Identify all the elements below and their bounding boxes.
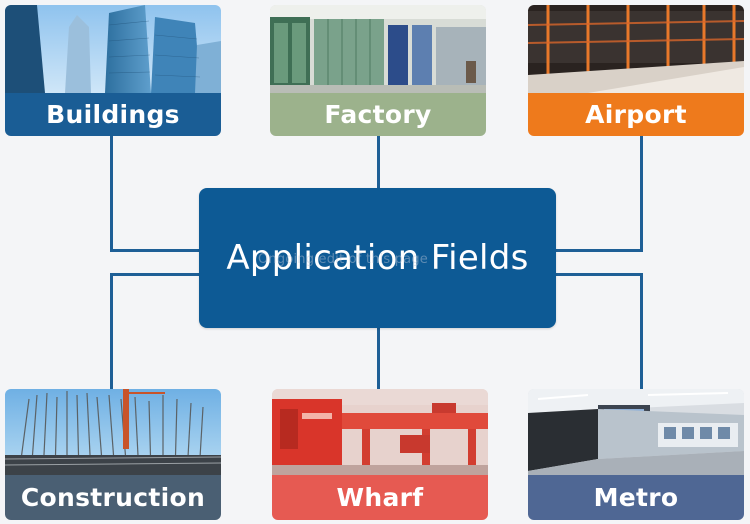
connector-metro <box>640 273 643 389</box>
card-label-buildings: Buildings <box>5 93 221 136</box>
connector-factory <box>377 136 380 188</box>
card-label-construction: Construction <box>5 475 221 520</box>
factory-photo <box>270 5 486 93</box>
connector-wharf <box>377 328 380 389</box>
connector-construction-horizontal <box>110 273 200 276</box>
card-factory: Factory <box>270 5 486 136</box>
card-buildings: Buildings <box>5 5 221 136</box>
connector-buildings <box>110 136 113 252</box>
card-construction: Construction <box>5 389 221 520</box>
center-title: Application Fields <box>226 238 529 278</box>
card-label-factory: Factory <box>270 93 486 136</box>
airport-photo <box>528 5 744 93</box>
metro-photo <box>528 389 744 475</box>
connector-airport-horizontal <box>556 249 643 252</box>
card-airport: Airport <box>528 5 744 136</box>
watermark: Ongoing edit of this page <box>258 252 428 267</box>
card-label-wharf: Wharf <box>272 475 488 520</box>
card-label-metro: Metro <box>528 475 744 520</box>
buildings-photo <box>5 5 221 93</box>
construction-photo <box>5 389 221 475</box>
connector-construction <box>110 273 113 389</box>
wharf-photo <box>272 389 488 475</box>
card-wharf: Wharf <box>272 389 488 520</box>
connector-airport <box>640 136 643 252</box>
card-metro: Metro <box>528 389 744 520</box>
card-label-airport: Airport <box>528 93 744 136</box>
connector-buildings-horizontal <box>110 249 200 252</box>
connector-metro-horizontal <box>556 273 643 276</box>
center-box: Application Fields <box>199 188 556 328</box>
